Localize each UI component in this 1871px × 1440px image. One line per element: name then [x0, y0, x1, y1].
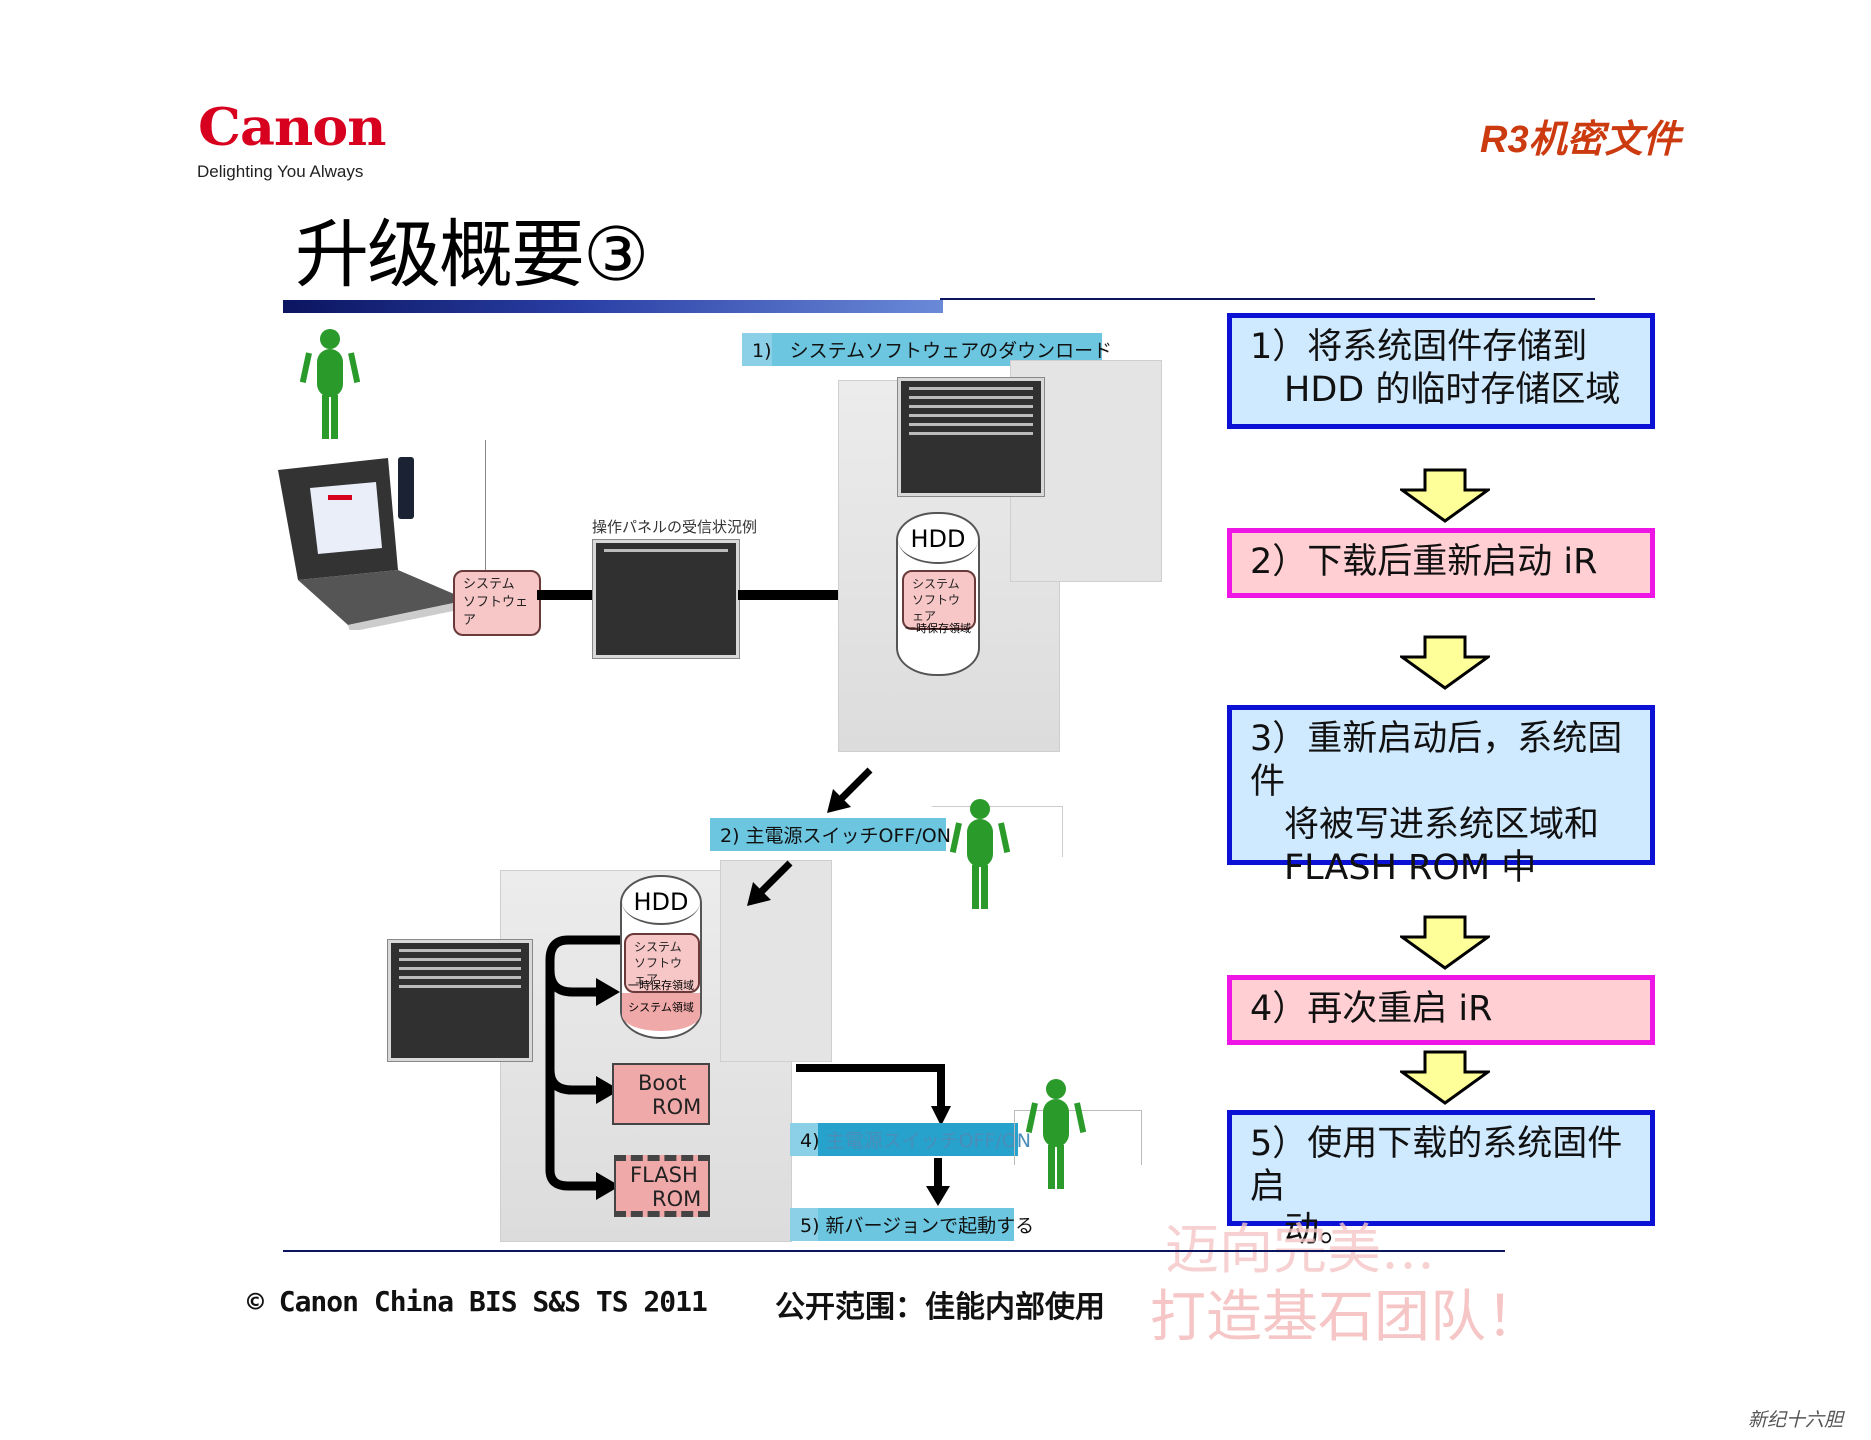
- step1-label-num: 1): [752, 340, 772, 362]
- footer-divider: [283, 1250, 1505, 1252]
- signature-text: 新纪十六胆: [1748, 1409, 1844, 1431]
- step1-diagram-label: 1) システムソフトウェアのダウンロード: [742, 333, 1112, 366]
- canon-logo: Canon: [198, 96, 387, 158]
- arrow-down-left-icon: [747, 860, 793, 906]
- step-3-line2: 将被写进系统区域和: [1284, 805, 1600, 845]
- hdd-temp-area-label: 一時保存領域: [905, 622, 971, 635]
- person-frame: [932, 806, 1063, 857]
- copier-finisher-bottom: [720, 860, 832, 1062]
- copyright-text: © Canon China BIS S&S TS 2011: [247, 1285, 708, 1318]
- hdd2-sw-line2: ソフトウェア: [634, 956, 683, 986]
- step-box-5: 5）使用下载的系统固件启 动。: [1227, 1110, 1655, 1250]
- system-software-box: システム ソフトウェア: [453, 570, 541, 636]
- yellow-down-arrow-icon: [1400, 1050, 1490, 1105]
- arrow-down-left-icon: [827, 767, 873, 813]
- step-3-line1: 3）重新启动后，系统固件: [1250, 719, 1623, 802]
- divider-line: [485, 440, 486, 630]
- step-5-line1: 5）使用下载的系统固件启: [1250, 1124, 1623, 1207]
- step-1-line1: 1）将系统固件存储到: [1250, 327, 1588, 367]
- hdd2-temp-area-label: 一時保存領域: [628, 979, 694, 992]
- step-box-4: 4）再次重启 iR: [1227, 975, 1655, 1045]
- hdd-software-box: システム ソフトウェア: [902, 570, 976, 630]
- hdd2-system-area: システム領域: [622, 993, 700, 1031]
- watermark-line1: 迈向完美…: [1165, 1218, 1435, 1281]
- flash-rom-line2: ROM: [652, 1187, 702, 1211]
- step-4-line1: 4）再次重启 iR: [1250, 989, 1493, 1029]
- step1-label-text: システムソフトウェアのダウンロード: [789, 340, 1113, 362]
- boot-rom-line2: ROM: [652, 1095, 702, 1119]
- panel-caption: 操作パネルの受信状況例: [592, 518, 758, 536]
- step-1-line2: HDD 的临时存储区域: [1284, 370, 1621, 410]
- watermark-line2: 打造基石团队！: [1150, 1285, 1542, 1350]
- step4-diagram-label: 4) 主電源スイッチOFF/ON: [790, 1123, 1031, 1156]
- step-box-1: 1）将系统固件存储到 HDD 的临时存储区域: [1227, 313, 1655, 429]
- hdd-sw-line1: システム: [912, 577, 960, 591]
- hdd-cylinder-bottom: HDD システム ソフトウェア 一時保存領域 システム領域: [620, 875, 702, 1039]
- machine-screen-top: [898, 378, 1044, 496]
- operation-panel-screen: [593, 540, 739, 658]
- title-underline-line: [940, 298, 1595, 300]
- yellow-down-arrow-icon: [1400, 915, 1490, 970]
- boot-rom-line1: Boot: [638, 1071, 687, 1095]
- confidential-label: R3机密文件: [1480, 119, 1681, 161]
- flow-arrow-shaft: [537, 590, 594, 600]
- boot-rom-chip: Boot ROM: [612, 1063, 710, 1125]
- person-icon: [300, 329, 360, 439]
- step-3-line3: FLASH ROM 中: [1284, 848, 1537, 888]
- flow-arrow-elbow: [796, 1064, 951, 1126]
- laptop-icon: [278, 458, 468, 630]
- flash-rom-line1: FLASH: [630, 1163, 698, 1187]
- step4-label-text: 主電源スイッチOFF/ON: [825, 1130, 1031, 1152]
- machine-screen-bottom: [388, 940, 532, 1061]
- usb-memory-icon: [398, 457, 414, 519]
- yellow-down-arrow-icon: [1400, 468, 1490, 523]
- flash-rom-chip: FLASH ROM: [614, 1155, 710, 1217]
- hdd2-sw-line1: システム: [634, 940, 682, 954]
- hdd2-top-label: HDD: [622, 877, 700, 925]
- page-title: 升级概要③: [295, 212, 649, 298]
- yellow-down-arrow-icon: [1400, 635, 1490, 690]
- hdd-sw-line2: ソフトウェア: [912, 593, 961, 623]
- disclosure-scope: 公开范围：佳能内部使用: [775, 1290, 1105, 1325]
- title-underline-bar: [283, 300, 943, 313]
- step-2-line1: 2）下载后重新启动 iR: [1250, 542, 1598, 582]
- sw-box-line1: システム: [463, 577, 515, 592]
- arrow-down-icon: [926, 1158, 950, 1206]
- canon-tagline: Delighting You Always: [197, 162, 364, 181]
- sw-box-line2: ソフトウェア: [463, 595, 529, 628]
- step2-diagram-label: 2) 主電源スイッチOFF/ON: [710, 818, 951, 851]
- step-box-2: 2）下载后重新启动 iR: [1227, 528, 1655, 598]
- hdd-top-label: HDD: [898, 514, 978, 564]
- person-icon: [950, 799, 1010, 909]
- step-box-3: 3）重新启动后，系统固件 将被写进系统区域和 FLASH ROM 中: [1227, 705, 1655, 888]
- branch-arrows: [545, 935, 620, 1200]
- hdd2-software-box: システム ソフトウェア: [624, 933, 700, 993]
- hdd-cylinder-top: HDD システム ソフトウェア 一時保存領域: [896, 512, 980, 676]
- step-5-line2: 动。: [1284, 1210, 1355, 1250]
- person-icon: [1026, 1079, 1086, 1189]
- step4-label-num: 4): [800, 1130, 820, 1152]
- step5-diagram-label: 5) 新バージョンで起動する: [790, 1208, 1034, 1241]
